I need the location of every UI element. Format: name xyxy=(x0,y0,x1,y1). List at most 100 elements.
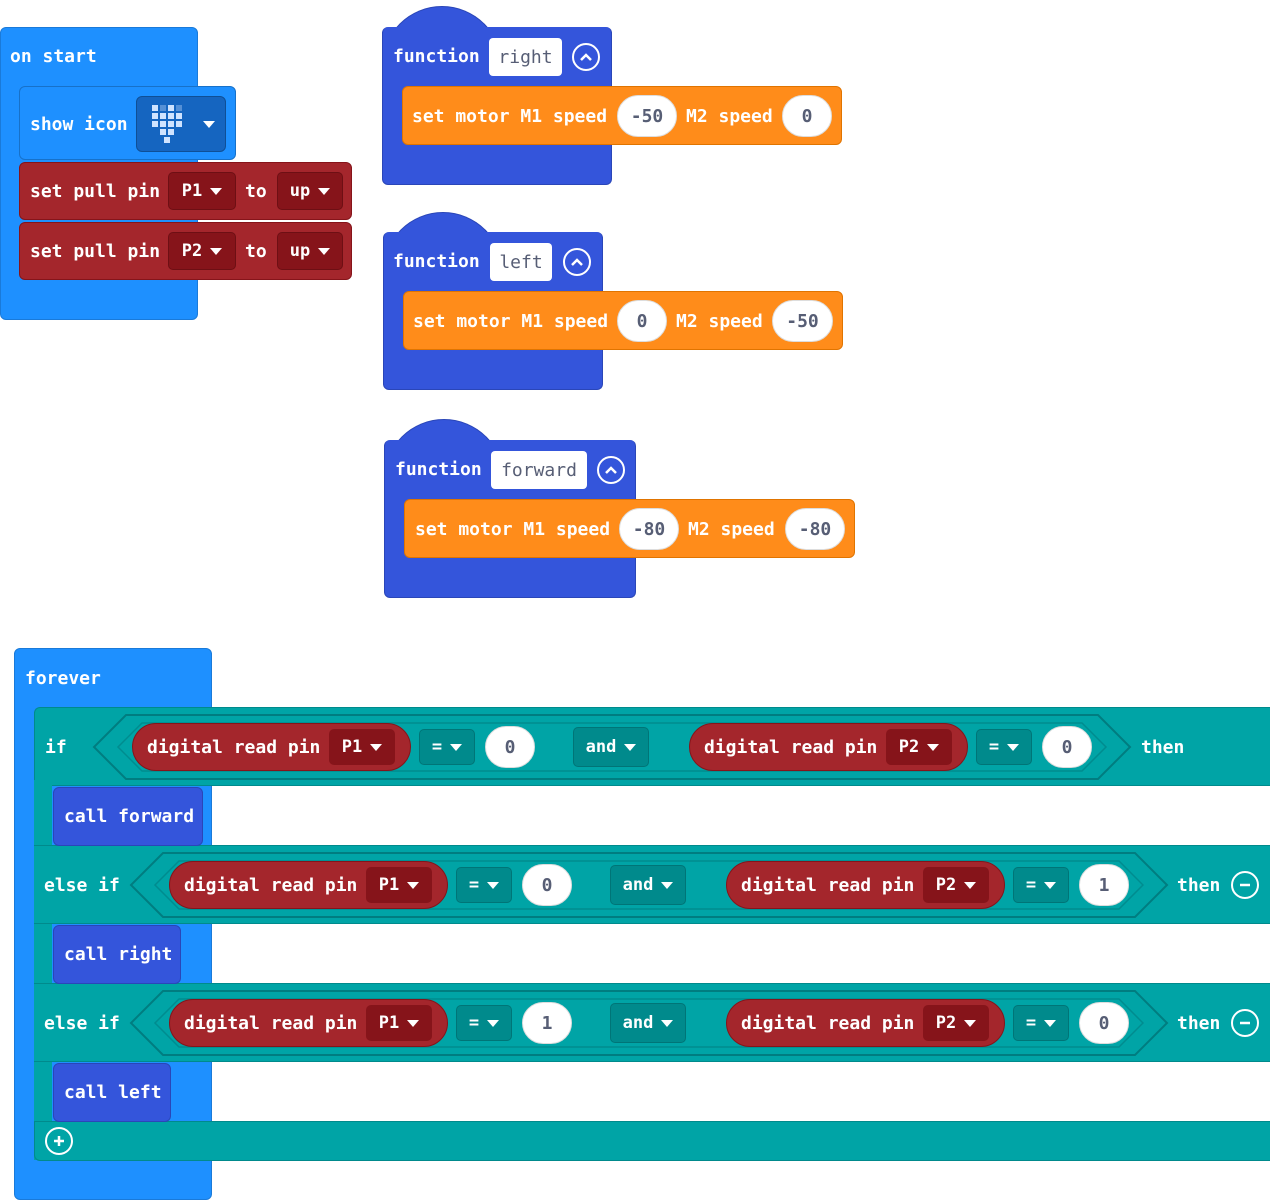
set-motor-label: set motor M1 speed xyxy=(415,519,611,540)
pin-dropdown[interactable]: P1 xyxy=(366,867,432,903)
m2-speed-label: M2 speed xyxy=(676,311,763,332)
chevron-down-icon xyxy=(1007,743,1020,751)
compare-value-input[interactable]: 0 xyxy=(1042,726,1092,768)
pin-dropdown[interactable]: P2 xyxy=(923,1005,989,1041)
condition-hexagon xyxy=(92,714,1132,780)
compare-operator-dropdown[interactable]: = xyxy=(976,729,1032,765)
call-label: call left xyxy=(64,1082,162,1103)
function-name-forward[interactable]: forward xyxy=(491,451,587,489)
pin-dropdown[interactable]: P1 xyxy=(329,729,395,765)
condition-hexagon xyxy=(129,990,1169,1056)
pull-mode-value: up xyxy=(289,241,311,261)
pin-value: P1 xyxy=(378,875,400,895)
call-right-block[interactable] xyxy=(53,925,181,984)
add-branch-plus-icon[interactable] xyxy=(45,1127,73,1155)
pin-value: P2 xyxy=(898,737,920,757)
and-operator-dropdown[interactable]: and xyxy=(573,727,649,767)
remove-branch-minus-icon[interactable] xyxy=(1231,1009,1259,1037)
digital-read-label: digital read pin xyxy=(184,1013,358,1034)
collapse-chevron-up-icon[interactable] xyxy=(563,248,591,276)
m1-speed-input[interactable]: -50 xyxy=(617,95,677,137)
chevron-down-icon xyxy=(318,247,331,255)
to-label-1: to xyxy=(245,181,267,202)
digital-read-label: digital read pin xyxy=(184,875,358,896)
then-label: then xyxy=(1177,1013,1221,1034)
operator-value: = xyxy=(1025,875,1037,895)
pin-dropdown[interactable]: P2 xyxy=(886,729,952,765)
function-keyword: function xyxy=(395,459,482,480)
if-keyword: if xyxy=(45,737,67,758)
m2-speed-input[interactable]: -50 xyxy=(772,300,833,342)
pin-value: P2 xyxy=(935,1013,957,1033)
chevron-down-icon xyxy=(407,881,420,889)
to-label-2: to xyxy=(245,241,267,262)
pin-dropdown-p1[interactable]: P1 xyxy=(168,172,236,210)
if-block-spine xyxy=(34,780,52,1160)
and-value: and xyxy=(585,737,617,757)
show-icon-label: show icon xyxy=(30,114,128,135)
function-name-right[interactable]: right xyxy=(489,38,562,76)
m1-speed-input[interactable]: -80 xyxy=(619,508,679,550)
pull-mode-dropdown-2[interactable]: up xyxy=(277,232,343,270)
collapse-chevron-up-icon[interactable] xyxy=(572,43,600,71)
remove-branch-minus-icon[interactable] xyxy=(1231,871,1259,899)
operator-value: = xyxy=(1025,1013,1037,1033)
function-keyword: function xyxy=(393,46,480,67)
compare-value-input[interactable]: 0 xyxy=(485,726,535,768)
chevron-down-icon xyxy=(661,1019,674,1027)
collapse-chevron-up-icon[interactable] xyxy=(597,456,625,484)
chevron-down-icon xyxy=(661,881,674,889)
icon-dropdown-caret-icon[interactable] xyxy=(203,121,215,128)
then-label: then xyxy=(1177,875,1221,896)
compare-operator-dropdown[interactable]: = xyxy=(1013,1005,1069,1041)
forever-label: forever xyxy=(25,668,101,689)
call-forward-block[interactable] xyxy=(53,787,203,846)
m1-speed-input[interactable]: 0 xyxy=(617,300,667,342)
compare-operator-dropdown[interactable]: = xyxy=(1013,867,1069,903)
compare-operator-dropdown[interactable]: = xyxy=(456,867,512,903)
set-pull-pin-label-1: set pull pin xyxy=(30,181,161,202)
pin-value: P1 xyxy=(341,737,363,757)
m2-speed-input[interactable]: -80 xyxy=(785,508,845,550)
pin-dropdown-p2[interactable]: P2 xyxy=(168,232,236,270)
set-motor-label: set motor M1 speed xyxy=(413,311,609,332)
digital-read-label: digital read pin xyxy=(147,737,321,758)
chevron-down-icon xyxy=(210,247,223,255)
else-if-keyword: else if xyxy=(44,1013,120,1034)
pin-dropdown[interactable]: P2 xyxy=(923,867,989,903)
digital-read-label: digital read pin xyxy=(704,737,878,758)
and-value: and xyxy=(622,875,654,895)
compare-value-input[interactable]: 1 xyxy=(1079,864,1129,906)
chevron-down-icon xyxy=(318,187,331,195)
compare-operator-dropdown[interactable]: = xyxy=(456,1005,512,1041)
chevron-down-icon xyxy=(487,1019,500,1027)
pin-value: P1 xyxy=(378,1013,400,1033)
chevron-down-icon xyxy=(624,743,637,751)
chevron-down-icon xyxy=(370,743,383,751)
on-start-label: on start xyxy=(10,46,97,67)
chevron-down-icon xyxy=(487,881,500,889)
call-label: call forward xyxy=(64,806,195,827)
compare-value-input[interactable]: 0 xyxy=(522,864,572,906)
compare-value-input[interactable]: 1 xyxy=(522,1002,572,1044)
m2-speed-label: M2 speed xyxy=(688,519,775,540)
and-operator-dropdown[interactable]: and xyxy=(610,1003,686,1043)
pin-value: P2 xyxy=(935,875,957,895)
compare-operator-dropdown[interactable]: = xyxy=(419,729,475,765)
operator-value: = xyxy=(988,737,1000,757)
and-operator-dropdown[interactable]: and xyxy=(610,865,686,905)
m2-speed-input[interactable]: 0 xyxy=(782,95,832,137)
call-label: call right xyxy=(64,944,173,965)
chevron-down-icon xyxy=(450,743,463,751)
pull-mode-dropdown-1[interactable]: up xyxy=(277,172,343,210)
chevron-down-icon xyxy=(1044,881,1057,889)
compare-value-input[interactable]: 0 xyxy=(1079,1002,1129,1044)
m2-speed-label: M2 speed xyxy=(686,106,773,127)
call-left-block[interactable] xyxy=(53,1063,171,1122)
pin-dropdown[interactable]: P1 xyxy=(366,1005,432,1041)
set-motor-block-left[interactable] xyxy=(403,291,843,350)
pull-mode-value: up xyxy=(289,181,311,201)
heart-icon xyxy=(152,105,182,143)
then-label: then xyxy=(1141,737,1185,758)
function-name-left[interactable]: left xyxy=(490,243,552,281)
